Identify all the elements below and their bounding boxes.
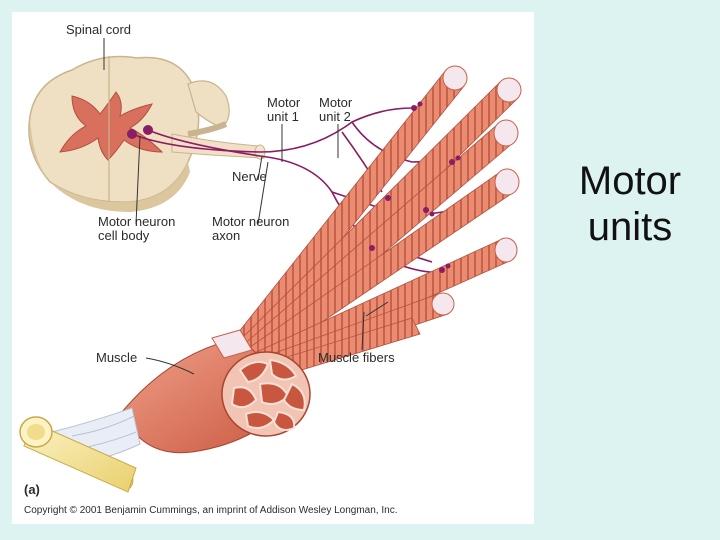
slide-title-line-2: units (587, 205, 673, 249)
label-muscle-fibers: Muscle fibers (318, 350, 395, 365)
label-nerve: Nerve (232, 169, 267, 184)
motor-unit-illustration (19, 38, 522, 493)
leader-lines (103, 38, 389, 375)
motor-end-plates (369, 101, 461, 273)
panel-letter: (a) (24, 482, 40, 497)
slide-title-line-1: Motor (578, 159, 682, 203)
slide-title: Motor units (545, 158, 715, 250)
spinal-cord (28, 55, 230, 212)
copyright-notice: Copyright © 2001 Benjamin Cummings, an i… (24, 505, 398, 516)
label-spinal-cord: Spinal cord (66, 22, 132, 37)
bone (19, 416, 137, 493)
label-motor-neuron-axon: Motor neuron axon (212, 214, 290, 243)
label-muscle: Muscle (96, 350, 138, 365)
muscle (121, 329, 311, 454)
figure-panel: Spinal cord Motor unit 1 Motor unit 2 Ne… (12, 12, 534, 524)
muscle-fibers (233, 65, 522, 383)
label-motor-unit-2: Motor unit 2 (319, 95, 353, 124)
label-motor-neuron-cell-body: Motor neuron cell body (98, 214, 176, 243)
label-motor-unit-1: Motor unit 1 (267, 95, 301, 124)
muscle-fiber (241, 119, 519, 361)
